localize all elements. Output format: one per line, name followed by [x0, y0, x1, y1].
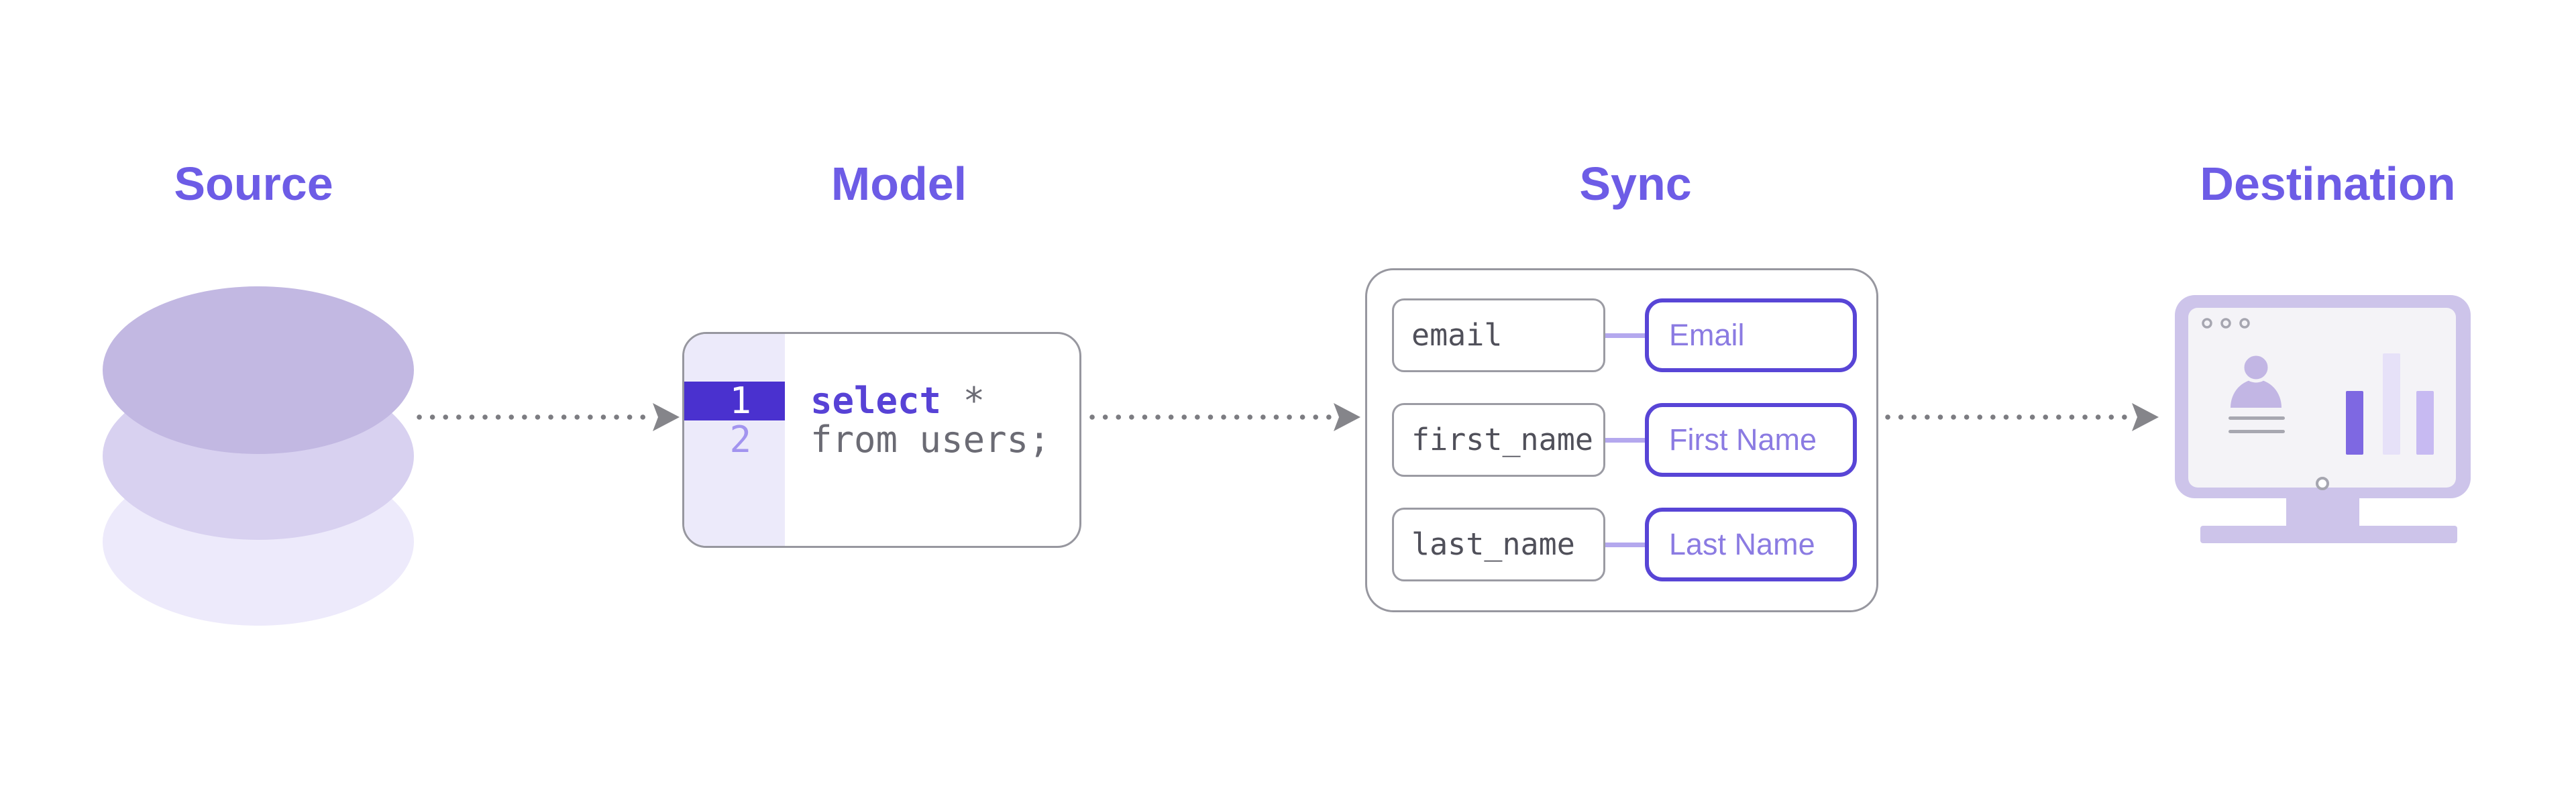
sql-keyword: select: [810, 380, 942, 422]
sql-text: *: [941, 380, 985, 422]
source-field-pill: last_name: [1392, 508, 1605, 581]
text-line: [2229, 430, 2285, 433]
destination-field-pill: Email: [1645, 298, 1857, 372]
bar-2: [2383, 353, 2400, 455]
destination-field-pill: Last Name: [1645, 508, 1857, 581]
text-line: [2229, 416, 2285, 420]
window-dot: [2202, 318, 2212, 329]
database-disc-top: [103, 286, 414, 454]
sql-text: from users;: [810, 418, 1051, 461]
mapping-row-first-name: first_name First Name: [1367, 403, 1880, 477]
window-dots-icon: [2202, 318, 2250, 329]
arrowhead-icon: [1334, 403, 1360, 431]
window-dot: [2239, 318, 2250, 329]
flow-arrow-model-to-sync: [1089, 403, 1360, 431]
destination-field-pill: First Name: [1645, 403, 1857, 477]
line-number-1: 1: [729, 380, 751, 422]
monitor-stand-base: [2200, 526, 2457, 543]
line-number-gutter: [684, 334, 785, 546]
code-line-2: from users;: [810, 420, 1051, 459]
source-field-pill: email: [1392, 298, 1605, 372]
monitor-stand-neck: [2286, 498, 2359, 530]
mapping-connector-line: [1605, 333, 1645, 338]
mapping-row-email: email Email: [1367, 298, 1880, 372]
mapping-connector-line: [1605, 438, 1645, 443]
bar-1: [2346, 391, 2363, 455]
user-shoulders: [2231, 380, 2282, 408]
stage-title-model: Model: [830, 158, 967, 210]
stage-title-sync: Sync: [1579, 158, 1692, 210]
bar-chart-icon: [2346, 353, 2434, 455]
field-mapping-card: email Email first_name First Name last_n…: [1365, 268, 1878, 612]
arrowhead-icon: [2132, 403, 2159, 431]
flow-arrow-sync-to-destination: [1885, 403, 2159, 431]
stage-title-source: Source: [174, 158, 333, 210]
monitor-screen: [2188, 308, 2456, 488]
monitor-power-dot: [2316, 477, 2329, 490]
line-number-2: 2: [729, 418, 751, 461]
user-icon: [2231, 352, 2282, 408]
user-head: [2241, 352, 2271, 383]
user-text-lines: [2229, 416, 2285, 433]
source-field-pill: first_name: [1392, 403, 1605, 477]
active-line-highlight: [684, 382, 785, 420]
stage-title-destination: Destination: [2200, 158, 2456, 210]
mapping-row-last-name: last_name Last Name: [1367, 508, 1880, 581]
arrowhead-icon: [653, 403, 680, 431]
dashboard-monitor-icon: [2175, 295, 2471, 543]
database-icon: [103, 286, 414, 626]
sql-model-card: 1 2 select * from users;: [682, 332, 1081, 548]
bar-3: [2416, 391, 2434, 455]
window-dot: [2220, 318, 2231, 329]
flow-arrow-source-to-model: [417, 403, 680, 431]
mapping-connector-line: [1605, 543, 1645, 547]
code-line-1: select *: [810, 382, 985, 420]
